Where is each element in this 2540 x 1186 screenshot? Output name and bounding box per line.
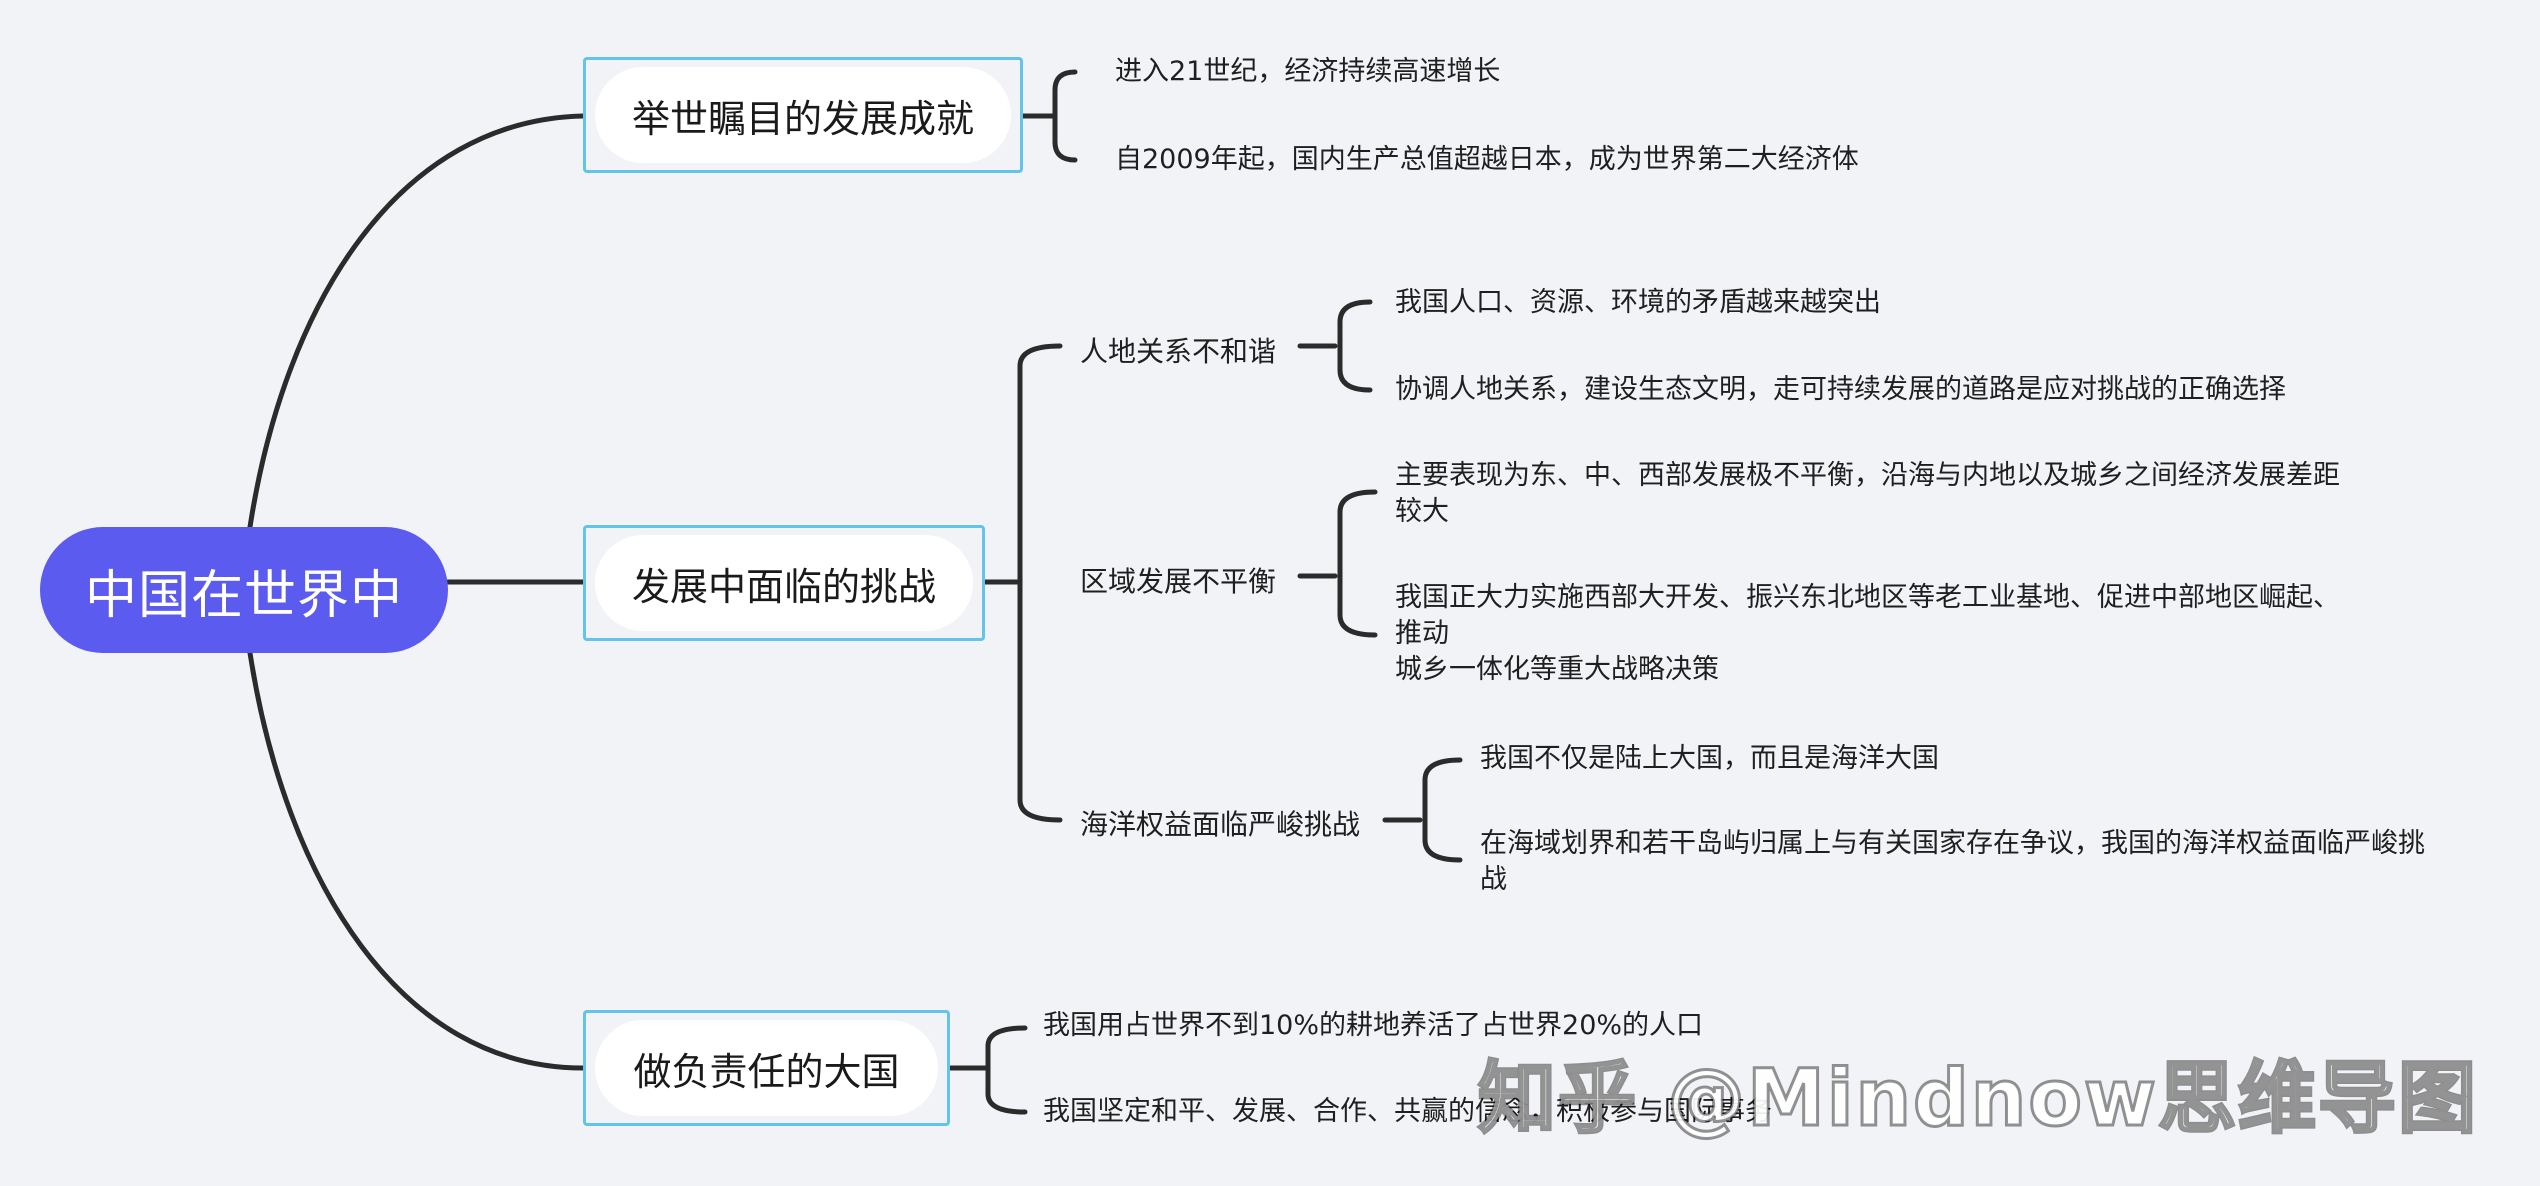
leaf-node[interactable]: 我国不仅是陆上大国，而且是海洋大国: [1480, 743, 1939, 774]
branch-node-challenges[interactable]: 发展中面临的挑战: [583, 525, 985, 641]
connector-root-b1: [247, 113, 586, 530]
leaf-node[interactable]: 我国人口、资源、环境的矛盾越来越突出: [1395, 287, 1881, 318]
branch-node-responsible-power[interactable]: 做负责任的大国: [583, 1010, 950, 1126]
bracket-s2: [1337, 489, 1378, 638]
sub-node-human-land[interactable]: 人地关系不和谐: [1080, 335, 1277, 368]
root-node[interactable]: 中国在世界中: [40, 527, 448, 653]
bracket-s3: [1422, 757, 1463, 863]
sub-node-regional[interactable]: 区域发展不平衡: [1080, 565, 1277, 598]
bracket-b1: [1037, 69, 1078, 163]
leaf-node[interactable]: 我国用占世界不到10%的耕地养活了占世界20%的人口: [1043, 1010, 1704, 1041]
leaf-node[interactable]: 我国坚定和平、发展、合作、共赢的信念，积极参与国际事务: [1043, 1096, 1772, 1127]
bracket-b2: [1017, 343, 1063, 823]
leaf-node[interactable]: 主要表现为东、中、西部发展极不平衡，沿海与内地以及城乡之间经济发展差距 较大: [1395, 460, 2340, 527]
leaf-node[interactable]: 我国正大力实施西部大开发、振兴东北地区等老工业基地、促进中部地区崛起、 推动 城…: [1395, 582, 2340, 685]
connector-root-b3: [247, 650, 586, 1071]
sub-node-maritime[interactable]: 海洋权益面临严峻挑战: [1080, 808, 1361, 841]
branch-label: 发展中面临的挑战: [631, 564, 936, 609]
root-label: 中国在世界中: [84, 565, 403, 626]
leaf-node[interactable]: 在海域划界和若干岛屿归属上与有关国家存在争议，我国的海洋权益面临严峻挑 战: [1480, 828, 2425, 895]
watermark-text: 知乎 @Mindnow思维导图: [1476, 1053, 2478, 1146]
leaf-node[interactable]: 进入21世纪，经济持续高速增长: [1115, 56, 1501, 87]
leaf-node[interactable]: 协调人地关系，建设生态文明，走可持续发展的道路是应对挑战的正确选择: [1395, 374, 2286, 405]
leaf-node[interactable]: 自2009年起，国内生产总值超越日本，成为世界第二大经济体: [1115, 144, 1859, 175]
branch-node-achievements[interactable]: 举世瞩目的发展成就: [583, 57, 1023, 173]
branch-label: 举世瞩目的发展成就: [631, 96, 974, 141]
bracket-s1: [1337, 299, 1373, 393]
branch-label: 做负责任的大国: [633, 1049, 900, 1094]
bracket-b3: [985, 1025, 1028, 1115]
